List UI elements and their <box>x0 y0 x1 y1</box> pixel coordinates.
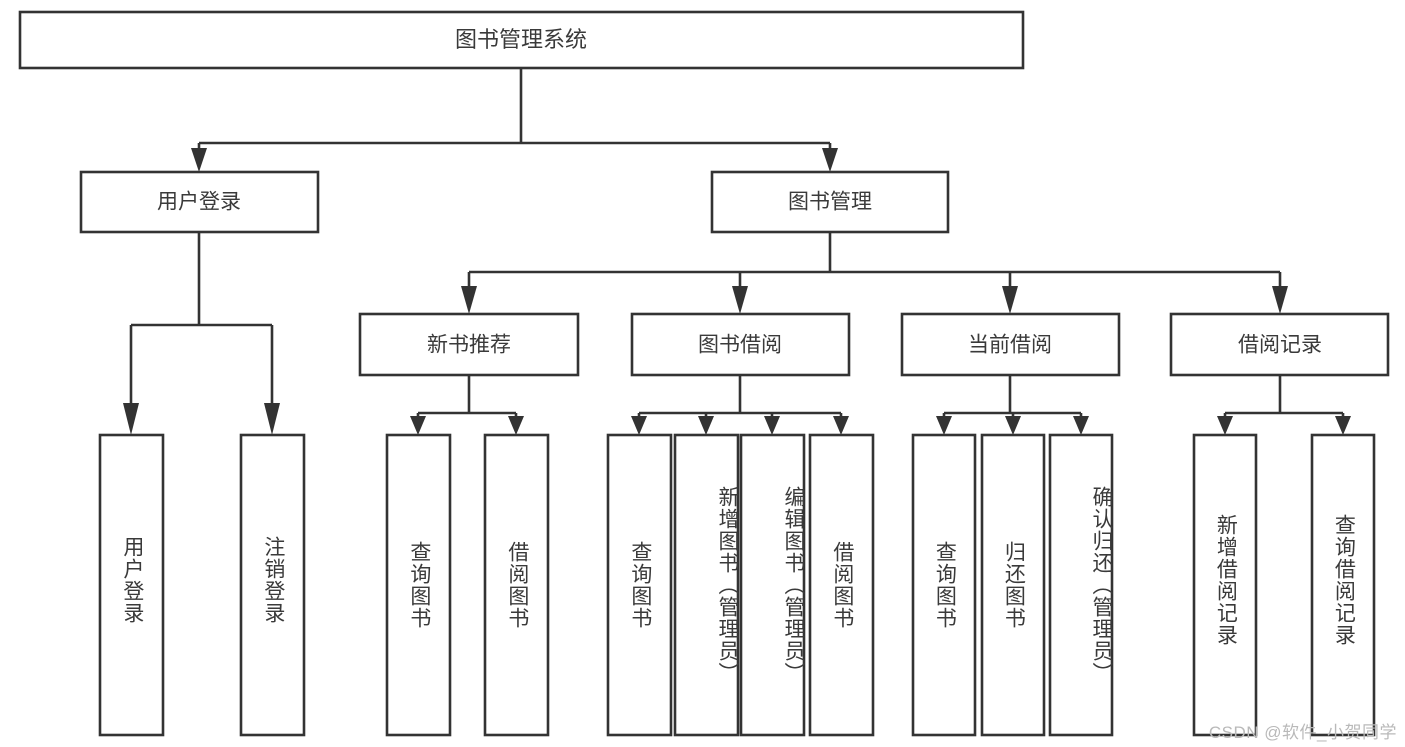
node-root-label: 图书管理系统 <box>455 27 587 52</box>
node-book-borrow-box[interactable] <box>630 312 851 377</box>
arrowhead-current-borrow <box>1002 286 1018 314</box>
node-leaf-query-book-1-box[interactable] <box>385 433 452 737</box>
node-book-manage-label: 图书管理 <box>788 191 872 214</box>
node-leaf-confirm-return-box[interactable] <box>1048 433 1114 737</box>
arrowhead-leaf-query-book-1 <box>410 416 426 435</box>
arrowhead-leaf-query-book-2 <box>631 416 647 435</box>
node-borrow-record-label: 借阅记录 <box>1238 334 1322 357</box>
node-leaf-add-record-box[interactable] <box>1192 433 1258 737</box>
node-new-book-rec-label: 新书推荐 <box>427 334 511 357</box>
node-leaf-user-login-box[interactable] <box>98 433 165 737</box>
connector-group-current-borrow <box>936 375 1089 435</box>
node-leaf-query-book-2-box[interactable] <box>606 433 673 737</box>
connector-group-root <box>191 68 838 172</box>
arrowhead-new-book-rec <box>461 286 477 314</box>
node-leaf-return-book-box[interactable] <box>980 433 1046 737</box>
node-current-borrow[interactable]: 当前借阅 <box>900 312 1121 377</box>
connector-group-new-book-rec <box>410 375 524 435</box>
arrowhead-leaf-return-book <box>1005 416 1021 435</box>
node-user-login[interactable]: 用户登录 <box>79 170 320 234</box>
node-borrow-record-box[interactable] <box>1169 312 1390 377</box>
node-root[interactable]: 图书管理系统 <box>18 10 1025 70</box>
node-user-login-label: 用户登录 <box>157 191 241 214</box>
node-leaf-logout-box[interactable] <box>239 433 306 737</box>
node-book-borrow-label: 图书借阅 <box>698 334 782 357</box>
arrowhead-leaf-user-login <box>123 403 139 435</box>
node-leaf-borrow-book-2-box[interactable] <box>808 433 875 737</box>
node-book-manage[interactable]: 图书管理 <box>710 170 950 234</box>
node-leaf-query-book-3-box[interactable] <box>911 433 977 737</box>
connector-group-book-manage <box>461 232 1288 314</box>
node-current-borrow-box[interactable] <box>900 312 1121 377</box>
arrowhead-leaf-edit-book <box>764 416 780 435</box>
node-new-book-rec[interactable]: 新书推荐 <box>358 312 580 377</box>
arrowhead-leaf-borrow-book-2 <box>833 416 849 435</box>
node-book-borrow[interactable]: 图书借阅 <box>630 312 851 377</box>
node-leaf-add-book-box[interactable] <box>673 433 740 737</box>
node-current-borrow-label: 当前借阅 <box>968 334 1052 357</box>
arrowhead-leaf-query-record <box>1335 416 1351 435</box>
arrowhead-book-borrow <box>732 286 748 314</box>
node-leaf-edit-book-box[interactable] <box>739 433 806 737</box>
node-leaf-borrow-book-1-box[interactable] <box>483 433 550 737</box>
node-book-manage-box[interactable] <box>710 170 950 234</box>
arrowhead-leaf-add-book <box>698 416 714 435</box>
arrowhead-leaf-borrow-book-1 <box>508 416 524 435</box>
arrowhead-leaf-confirm-return <box>1073 416 1089 435</box>
arrowhead-leaf-add-record <box>1217 416 1233 435</box>
node-user-login-box[interactable] <box>79 170 320 234</box>
node-borrow-record[interactable]: 借阅记录 <box>1169 312 1390 377</box>
arrowhead-leaf-query-book-3 <box>936 416 952 435</box>
arrowhead-borrow-record <box>1272 286 1288 314</box>
arrowhead-book-manage <box>822 148 838 172</box>
arrowhead-leaf-logout <box>264 403 280 435</box>
connector-group-book-borrow <box>631 375 849 435</box>
arrowhead-user-login <box>191 148 207 172</box>
node-root-box[interactable] <box>18 10 1025 70</box>
node-leaf-query-record-box[interactable] <box>1310 433 1376 737</box>
connector-group-user-login <box>123 232 280 435</box>
watermark-text: CSDN @软件_小贺同学 <box>1208 723 1397 742</box>
connector-group-borrow-record <box>1217 375 1351 435</box>
node-new-book-rec-box[interactable] <box>358 312 580 377</box>
